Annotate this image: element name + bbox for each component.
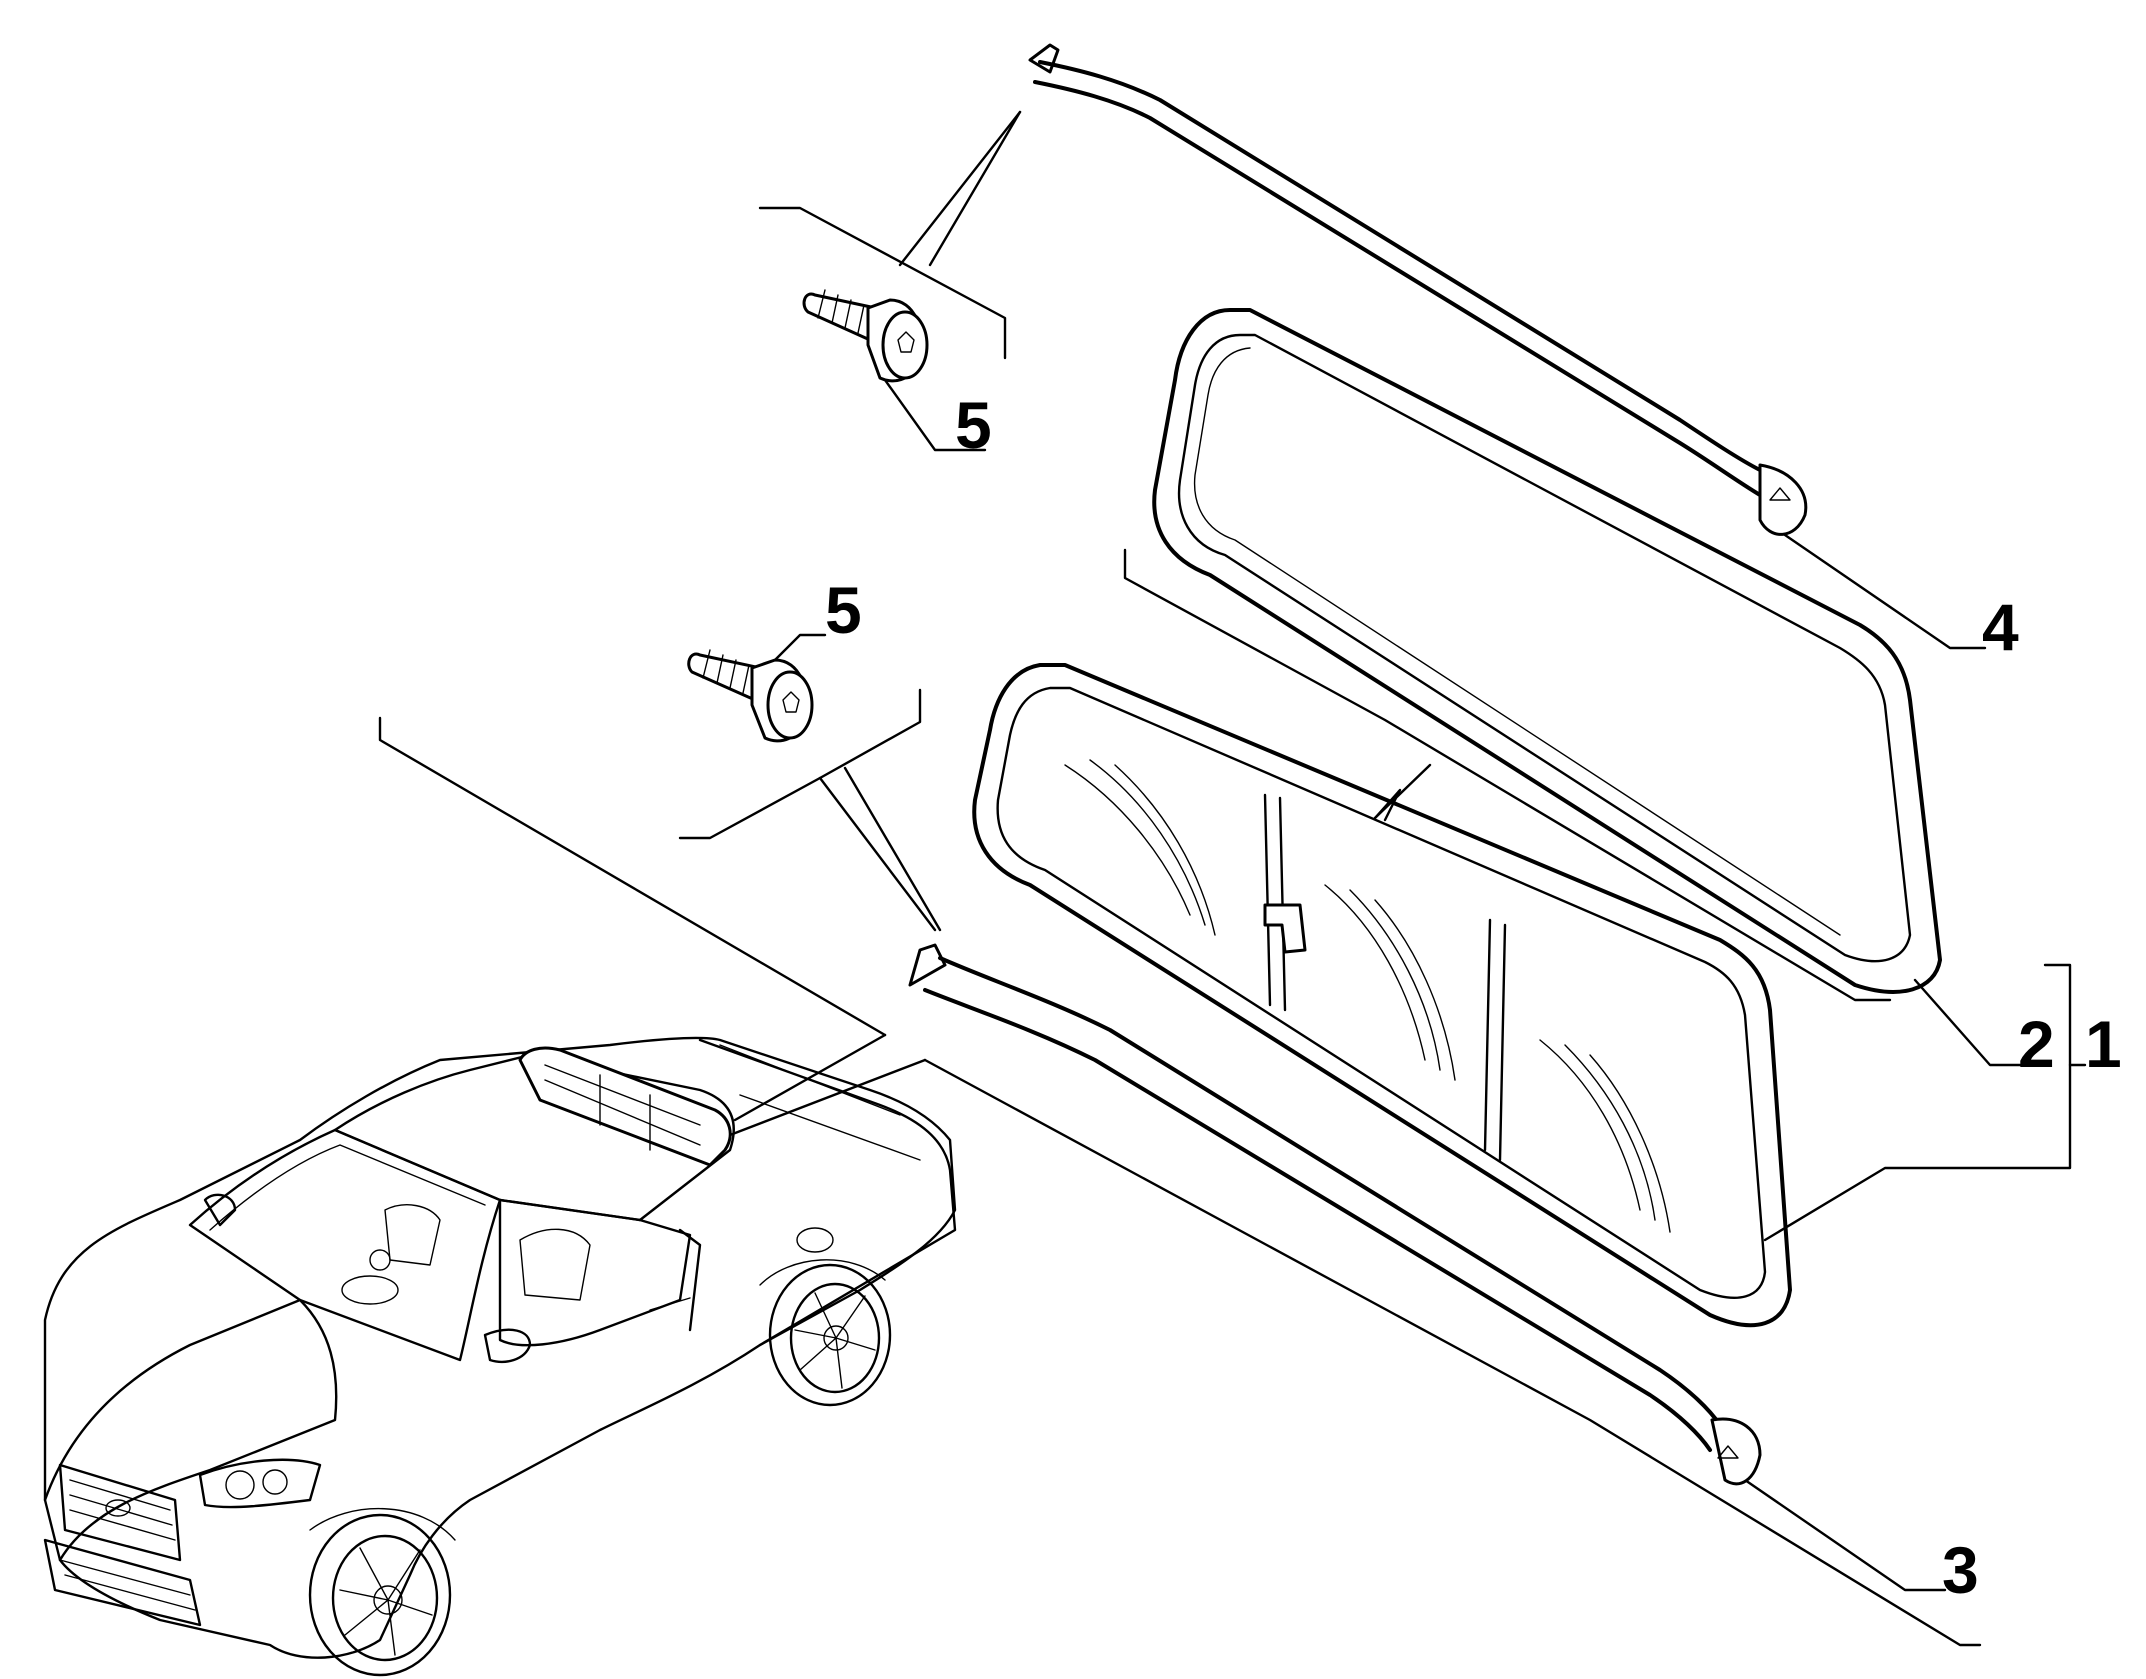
callout-label-2: 2 (2018, 1007, 2055, 1081)
callout-label-5-mid: 5 (825, 573, 862, 647)
rear-window-assembly-icon (972, 663, 1792, 1328)
callout-label-3: 3 (1942, 1533, 1979, 1607)
upper-trim-rail-icon (1028, 43, 1808, 536)
pickup-truck-illustration-icon (43, 1036, 957, 1677)
window-seal-gasket-icon (1152, 308, 1942, 994)
leader-lines (378, 110, 2087, 1647)
callout-label-5-top: 5 (955, 388, 992, 462)
callout-label-4: 4 (1982, 590, 2019, 664)
countersunk-screw-icon (687, 289, 929, 743)
callout-numbers: 1 2 3 4 5 5 (825, 388, 2122, 1607)
callout-label-1: 1 (2085, 1007, 2122, 1081)
lower-trim-rail-icon (908, 943, 1762, 1486)
